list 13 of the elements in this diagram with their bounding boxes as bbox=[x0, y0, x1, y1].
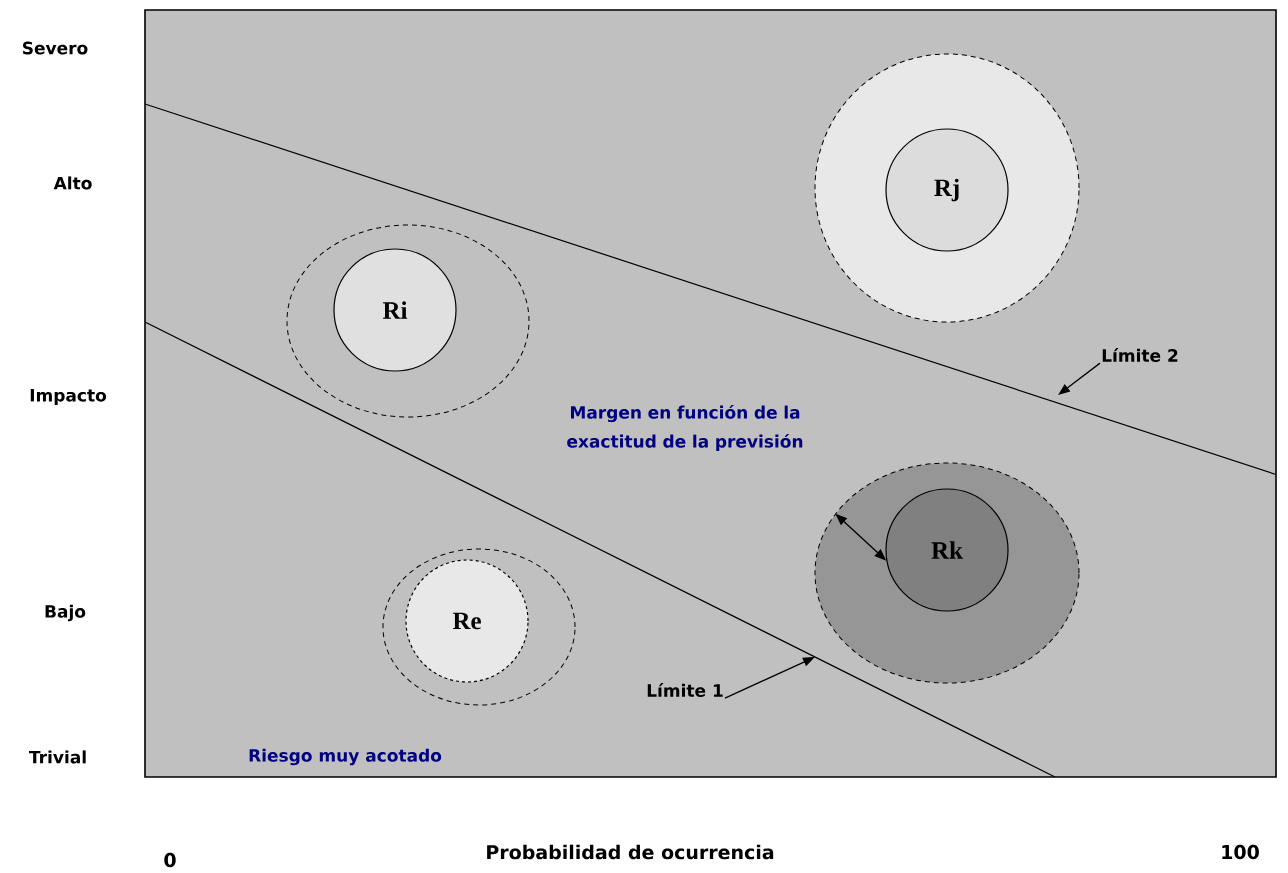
leader-arrow bbox=[1058, 362, 1101, 395]
axis-label: Severo bbox=[23, 41, 88, 55]
boundary-label: Límite 2 bbox=[1102, 348, 1178, 362]
axis-label: Alto bbox=[53, 176, 92, 190]
axis-label: Trivial bbox=[29, 750, 86, 764]
axis-label: Bajo bbox=[45, 604, 86, 622]
axis-label: 100 bbox=[1222, 844, 1259, 860]
boundary-label: Límite 1 bbox=[647, 683, 723, 697]
axis-label: Impacto bbox=[30, 389, 107, 405]
region-label: Riesgo muy acotado bbox=[249, 748, 442, 766]
axis-label: 0 bbox=[164, 852, 176, 868]
region-label: Margen en función de la exactitud de la previsión bbox=[567, 404, 803, 452]
axis-label: Probabilidad de ocurrencia bbox=[487, 844, 774, 860]
